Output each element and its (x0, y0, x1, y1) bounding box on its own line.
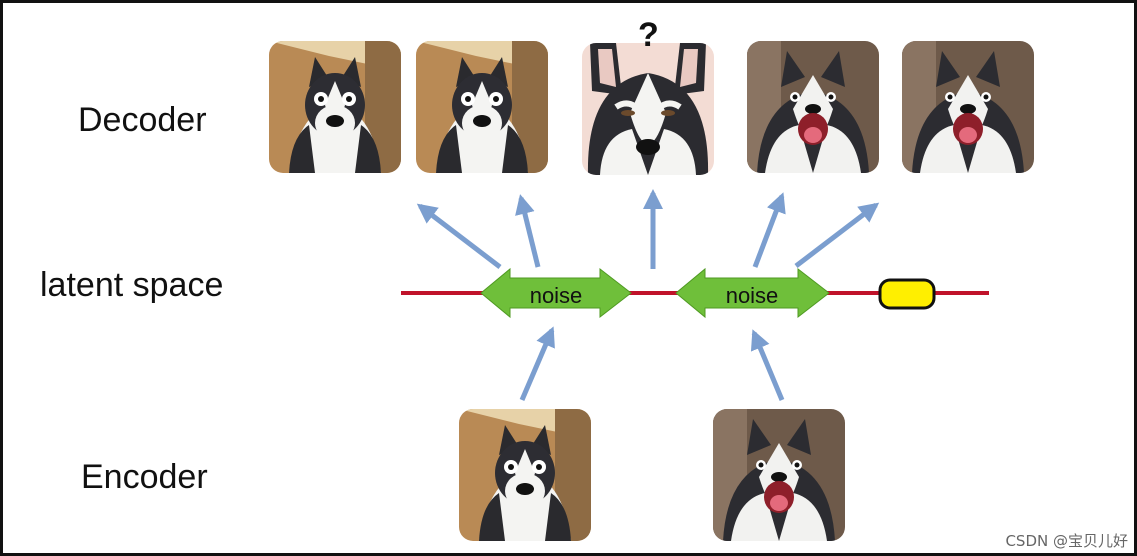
noise-label-right: noise (726, 283, 779, 308)
noise-arrow-right (675, 267, 830, 319)
latent-space-label: latent space (40, 266, 224, 304)
decoder-image-howling-husky-2 (902, 41, 1034, 173)
encoder-label: Encoder (81, 458, 208, 496)
csdn-watermark: CSDN @宝贝儿好 (1005, 532, 1128, 550)
decode-arrow-1 (416, 203, 502, 269)
encode-arrow-1 (519, 326, 555, 401)
decoder-label: Decoder (78, 101, 207, 139)
decoder-image-shocked-husky-2 (416, 41, 548, 173)
latent-point-highlight (878, 278, 936, 310)
decoder-image-howling-husky-1 (747, 41, 879, 173)
decode-arrow-2 (515, 194, 541, 268)
encoder-image-howling-husky (713, 409, 845, 541)
decode-arrow-4 (752, 192, 786, 268)
encoder-image-shocked-husky (459, 409, 591, 541)
decode-arrow-5 (794, 202, 880, 268)
decoder-image-shocked-husky-1 (269, 41, 401, 173)
noise-label-left: noise (530, 283, 583, 308)
encode-arrow-2 (750, 329, 785, 401)
question-mark: ? (638, 16, 659, 54)
latent-diagram: noise noise (401, 189, 989, 401)
decoder-image-suspicious-husky (582, 43, 714, 175)
noise-arrow-left (480, 267, 632, 319)
